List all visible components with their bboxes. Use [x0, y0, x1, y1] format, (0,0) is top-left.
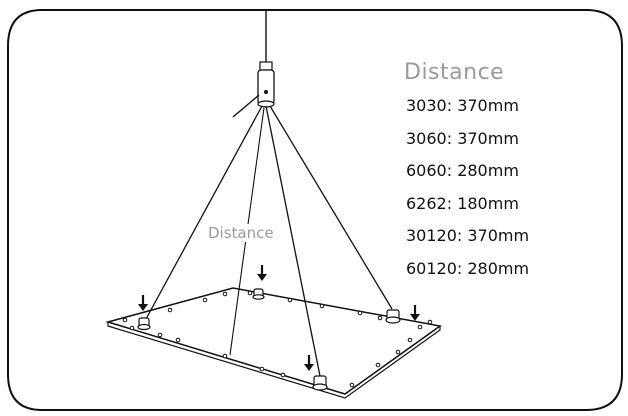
panel-holes — [122, 290, 433, 388]
wire-distance-label: Distance — [207, 224, 275, 242]
connector-back — [252, 288, 265, 300]
arrow-down-icon-right — [410, 305, 420, 321]
connector-left — [137, 317, 151, 331]
panel-edge — [107, 322, 441, 399]
distance-spec-list: 3030: 370mm 3060: 370mm 6060: 280mm 6262… — [406, 97, 529, 292]
spec-item: 3060: 370mm — [406, 128, 519, 148]
spec-item: 60120: 280mm — [406, 258, 530, 278]
suspension-gripper — [232, 61, 275, 118]
arrow-down-icon-front — [304, 355, 314, 371]
connector-front — [312, 375, 328, 391]
arrow-down-icon-left — [138, 295, 148, 311]
spec-item: 6060: 280mm — [406, 161, 519, 180]
arrow-down-icon-back — [257, 265, 267, 281]
arrow-icons — [138, 265, 420, 371]
connector-right — [385, 309, 401, 324]
spec-item: 3030: 370mm — [406, 96, 519, 115]
panel-connectors — [137, 288, 401, 391]
distance-heading: Distance — [404, 60, 505, 85]
diagram-frame — [7, 9, 623, 411]
spec-item: 30120: 370mm — [406, 226, 530, 245]
spec-item: 6262: 180mm — [406, 193, 519, 213]
